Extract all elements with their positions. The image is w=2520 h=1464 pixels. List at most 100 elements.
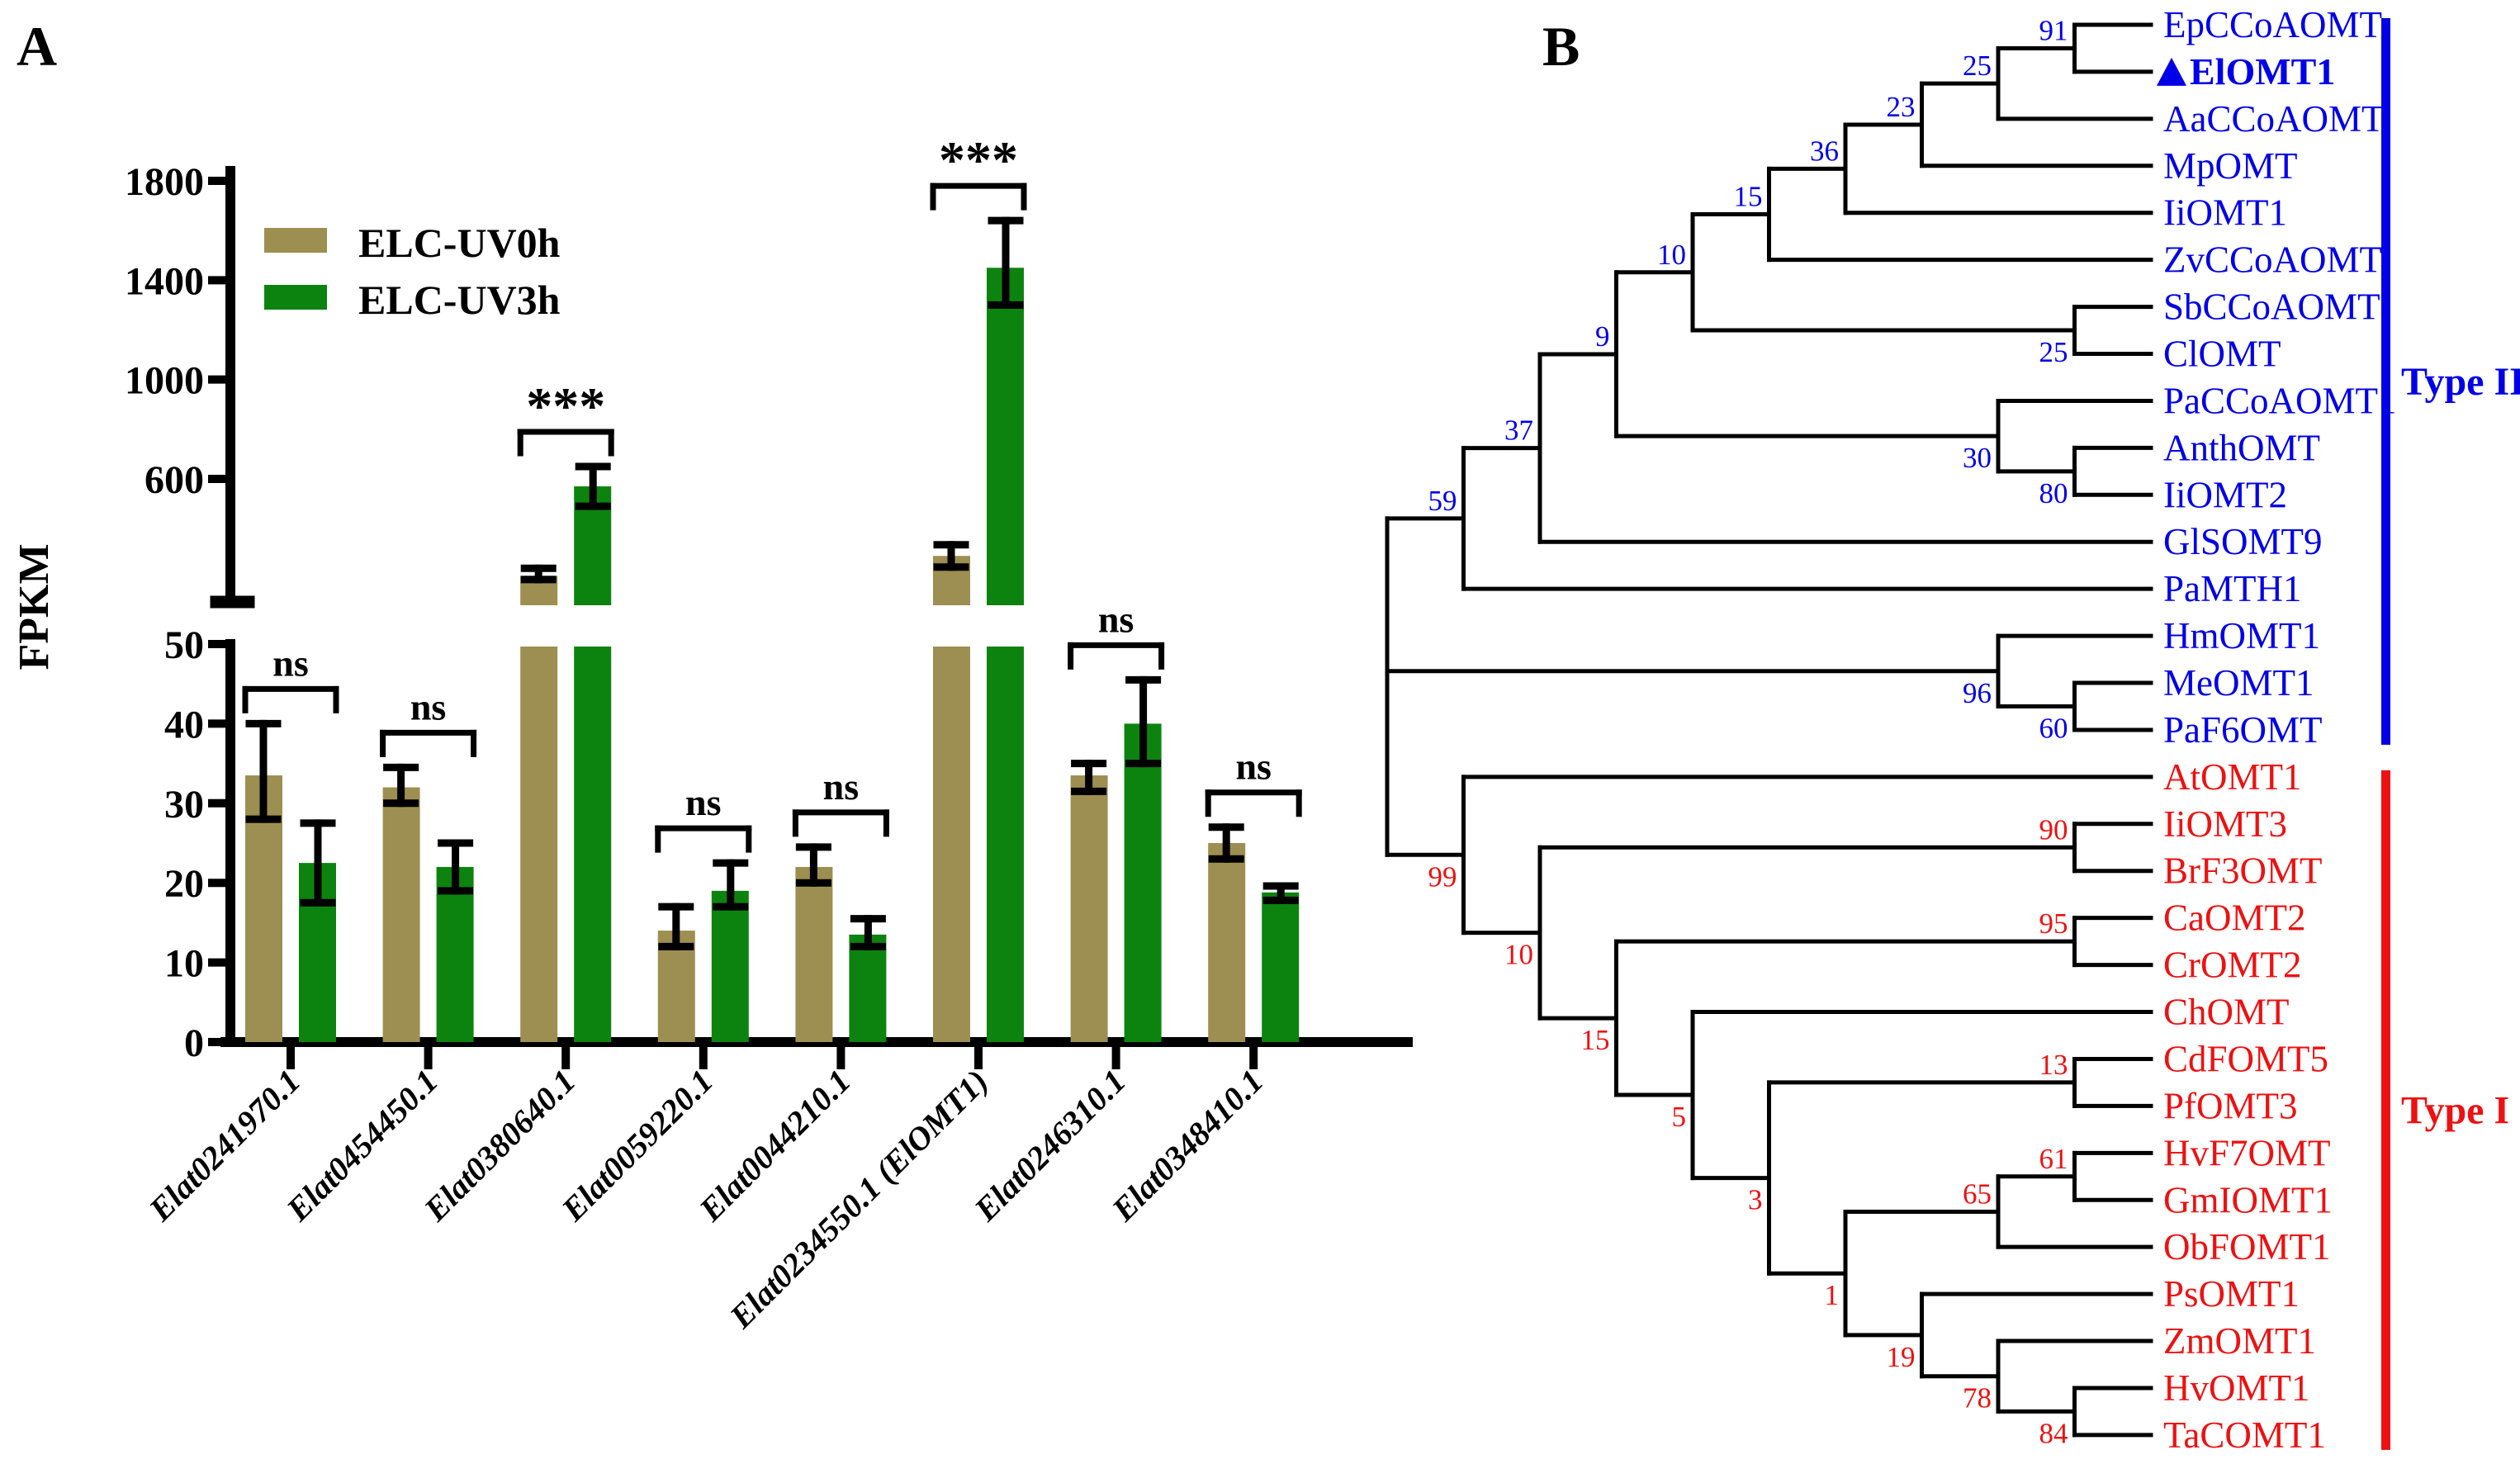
leaf-label: CaOMT2 bbox=[2163, 898, 2306, 939]
significance-label: ns bbox=[410, 685, 446, 727]
y-axis-tick-label: 1000 bbox=[125, 359, 204, 403]
elomt1-triangle-marker bbox=[2157, 57, 2186, 86]
significance-label: ns bbox=[1098, 598, 1134, 640]
bar bbox=[1124, 723, 1162, 1042]
bar bbox=[795, 866, 833, 1042]
bootstrap-label: 59 bbox=[1428, 485, 1457, 517]
leaf-label: PfOMT3 bbox=[2163, 1085, 2298, 1126]
bootstrap-label: 10 bbox=[1657, 239, 1686, 271]
leaf-label: IiOMT2 bbox=[2163, 474, 2287, 515]
bootstrap-label: 3 bbox=[1748, 1184, 1763, 1216]
leaf-label: ObFOMT1 bbox=[2163, 1226, 2331, 1267]
bootstrap-label: 90 bbox=[2039, 813, 2068, 846]
bar bbox=[1208, 843, 1246, 1042]
leaf-label: CdFOMT5 bbox=[2163, 1038, 2328, 1079]
y-axis-tick-label: 50 bbox=[164, 623, 204, 667]
legend-swatch bbox=[264, 285, 327, 310]
bootstrap-label: 30 bbox=[1963, 442, 1992, 474]
leaf-label: HmOMT1 bbox=[2163, 615, 2320, 656]
leaf-label: ZvCCoAOMT bbox=[2163, 239, 2382, 281]
bootstrap-label: 5 bbox=[1672, 1101, 1687, 1133]
leaf-label: MpOMT bbox=[2163, 145, 2298, 187]
bootstrap-label: 78 bbox=[1963, 1382, 1992, 1414]
panel-a-label: A bbox=[17, 15, 58, 78]
y-axis-tick-label: 40 bbox=[164, 703, 204, 746]
y-axis-tick-label: 20 bbox=[164, 862, 204, 906]
y-axis-tick-label: 1400 bbox=[125, 259, 204, 303]
y-axis-tick-label: 1800 bbox=[125, 160, 204, 204]
bootstrap-label: 1 bbox=[1825, 1279, 1840, 1311]
bootstrap-label: 13 bbox=[2039, 1049, 2068, 1081]
y-axis-tick-label: 30 bbox=[164, 783, 204, 827]
bootstrap-label: 19 bbox=[1887, 1341, 1916, 1373]
significance-label: *** bbox=[939, 130, 1018, 189]
bar-upper-segment bbox=[987, 268, 1024, 605]
panel-b-label: B bbox=[1542, 15, 1580, 78]
bootstrap-label: 25 bbox=[1963, 50, 1992, 82]
bar bbox=[711, 890, 749, 1042]
clade-type-bar bbox=[2381, 18, 2390, 745]
leaf-label: TaCOMT1 bbox=[2163, 1414, 2326, 1456]
leaf-label: IiOMT3 bbox=[2163, 803, 2287, 845]
bootstrap-label: 95 bbox=[2039, 907, 2068, 940]
bootstrap-label: 61 bbox=[2039, 1143, 2068, 1175]
bootstrap-label: 37 bbox=[1504, 415, 1533, 447]
bar bbox=[1070, 775, 1108, 1042]
bootstrap-label: 84 bbox=[2039, 1417, 2068, 1449]
significance-label: ns bbox=[272, 642, 308, 684]
bar-lower-segment bbox=[520, 647, 558, 1042]
bootstrap-label: 36 bbox=[1810, 135, 1839, 167]
leaf-label: AaCCoAOMT bbox=[2163, 98, 2385, 140]
bar-lower-segment bbox=[933, 647, 970, 1042]
leaf-label: HvF7OMT bbox=[2163, 1132, 2331, 1173]
legend-swatch bbox=[264, 228, 327, 253]
leaf-label: PsOMT1 bbox=[2163, 1273, 2300, 1315]
leaf-label: ClOMT bbox=[2163, 334, 2281, 375]
leaf-label: IiOMT1 bbox=[2163, 192, 2287, 234]
leaf-label: HvOMT1 bbox=[2163, 1367, 2310, 1409]
leaf-label: AtOMT1 bbox=[2163, 756, 2302, 798]
leaf-label: ZmOMT1 bbox=[2163, 1320, 2316, 1362]
clade-type-bar bbox=[2381, 770, 2390, 1450]
leaf-label: PaF6OMT bbox=[2163, 709, 2323, 751]
bar-lower-segment bbox=[574, 647, 612, 1042]
bar bbox=[1262, 892, 1300, 1042]
leaf-label: GlSOMT9 bbox=[2163, 521, 2323, 562]
y-axis-tick-label: 0 bbox=[184, 1021, 204, 1065]
significance-label: ns bbox=[823, 765, 859, 808]
bar bbox=[849, 934, 887, 1042]
leaf-label: BrF3OMT bbox=[2163, 850, 2323, 892]
bootstrap-label: 80 bbox=[2039, 477, 2068, 509]
clade-type-label: Type II bbox=[2401, 360, 2520, 404]
bootstrap-label: 65 bbox=[1963, 1177, 1992, 1210]
panel-a-bar-chart: 60010001400180001020304050FPKMELC-UV0hEL… bbox=[11, 130, 1413, 1336]
significance-label: ns bbox=[685, 781, 721, 823]
bootstrap-label: 91 bbox=[2039, 14, 2068, 46]
bar bbox=[436, 866, 474, 1042]
bootstrap-label: 15 bbox=[1581, 1024, 1610, 1056]
bootstrap-label: 9 bbox=[1595, 320, 1610, 353]
bootstrap-label: 60 bbox=[2039, 712, 2068, 744]
bootstrap-label: 10 bbox=[1504, 939, 1533, 971]
bootstrap-label: 99 bbox=[1428, 860, 1457, 893]
significance-label: *** bbox=[526, 377, 605, 435]
leaf-label: ChOMT bbox=[2163, 992, 2290, 1033]
legend-label: ELC-UV3h bbox=[358, 277, 561, 323]
bootstrap-label: 15 bbox=[1734, 180, 1763, 212]
leaf-label: CrOMT2 bbox=[2163, 945, 2302, 986]
y-axis-tick-label: 10 bbox=[164, 942, 204, 986]
bootstrap-label: 23 bbox=[1887, 91, 1916, 123]
significance-label: ns bbox=[1235, 746, 1271, 788]
bar bbox=[382, 787, 420, 1042]
x-axis-category-label: Elat0234550.1 (ElOMT1) bbox=[722, 1063, 995, 1336]
leaf-label: ElOMT1 bbox=[2190, 50, 2335, 92]
leaf-label: PaCCoAOMT1 bbox=[2163, 380, 2397, 421]
leaf-label: PaMTH1 bbox=[2163, 568, 2302, 609]
clade-type-label: Type I bbox=[2401, 1088, 2509, 1132]
y-axis-title: FPKM bbox=[11, 543, 58, 670]
leaf-label: SbCCoAOMT bbox=[2163, 287, 2380, 328]
leaf-label: AnthOMT bbox=[2163, 427, 2320, 468]
